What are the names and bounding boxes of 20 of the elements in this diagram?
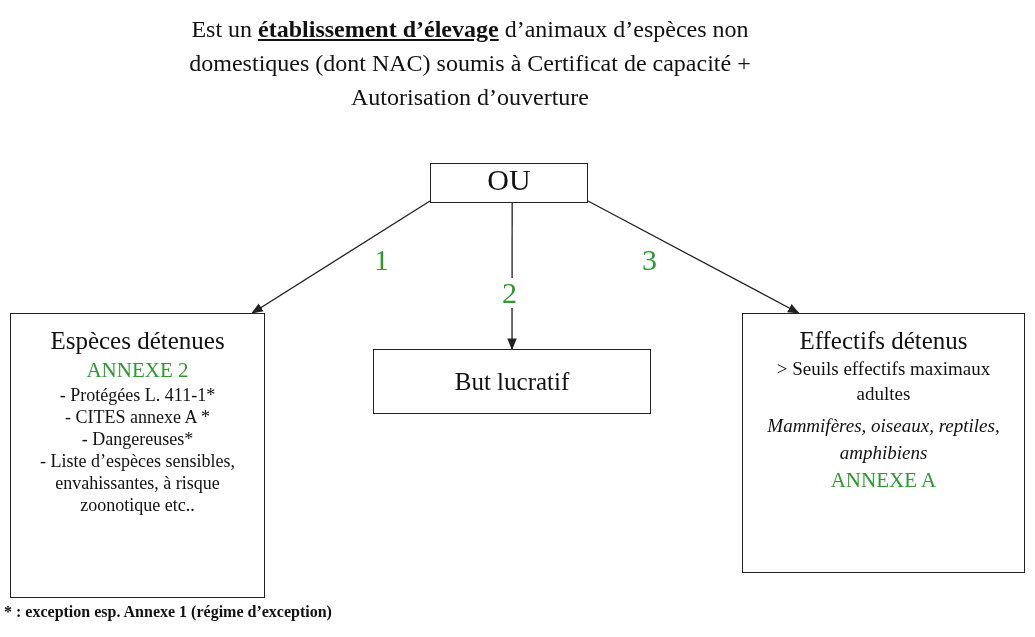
criterion-box: [10, 313, 265, 598]
box-heading: OU: [487, 162, 531, 198]
arrow: [251, 200, 431, 314]
box-heading: Espèces détenues: [50, 326, 225, 356]
box-text: ANNEXE 2: [86, 357, 189, 384]
box-heading: Effectifs détenus: [799, 326, 968, 356]
box-text: - Protégées L. 411-1*: [59, 384, 216, 406]
criterion-box: [373, 349, 651, 414]
box-text: Mammifères, oiseaux, reptiles, amphibiens: [766, 414, 1001, 465]
box-text: > Seuils effectifs maximaux adultes: [775, 357, 992, 406]
arrow: [587, 200, 800, 314]
choice-box: [430, 163, 588, 203]
box-text: - Liste d’espèces sensibles, envahissantes, à risque zoonotique etc..: [39, 450, 236, 516]
heading: Est un établissement d’élevage d’animaux d’espèces non domestiques (dont NAC) soumis à Certificat de capacité + Autorisation d’ouverture: [188, 15, 752, 112]
box-text: - Dangereuses*: [81, 428, 194, 450]
box-text: - CITES annexe A *: [65, 406, 210, 428]
box-text: ANNEXE A: [830, 467, 937, 494]
box-heading: But lucratif: [454, 366, 570, 397]
edge-label: 2: [500, 278, 519, 308]
criterion-box: [742, 313, 1025, 573]
